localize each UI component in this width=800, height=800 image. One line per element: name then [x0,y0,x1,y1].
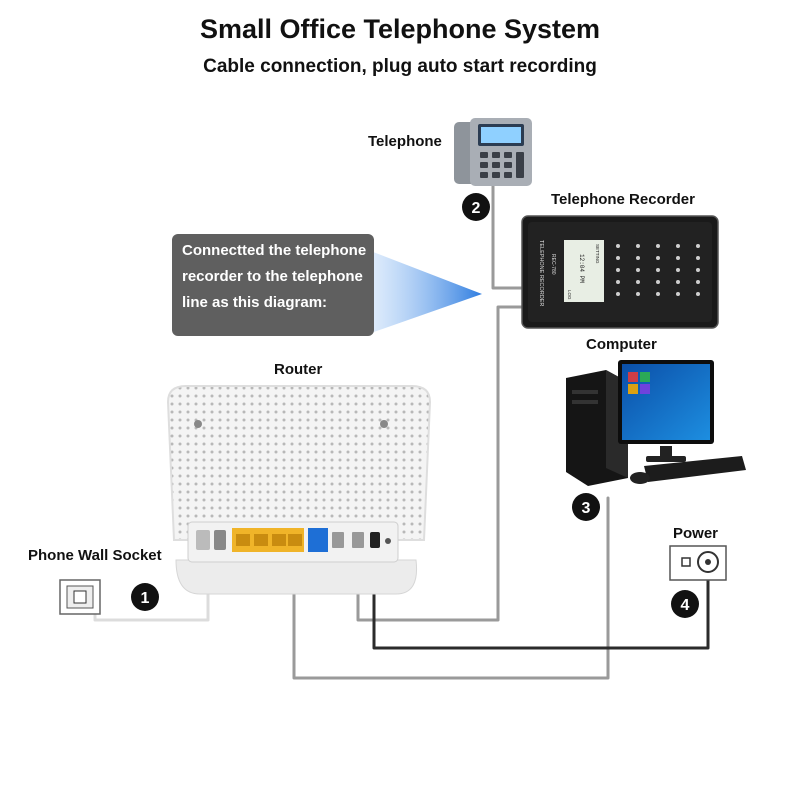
label-power: Power [673,525,719,542]
callout-line-1: Connectted the telephone [182,242,367,259]
computer-icon [566,360,746,486]
callout-line-3: line as this diagram: [182,294,328,311]
wall-socket-icon [59,579,101,615]
label-computer: Computer [586,336,657,353]
callout-line-2: recorder to the telephone [182,268,363,285]
cables [93,183,710,680]
step-badge-4: 4 [671,590,699,618]
callout-note: Connectted the telephone recorder to the… [172,234,374,336]
recorder-setting: SETTING [595,244,600,264]
label-router: Router [274,361,323,378]
step-badge-1: 1 [131,583,159,611]
router-wan-port [308,528,328,552]
cable-telephone-recorder [491,183,524,290]
svg-text:3: 3 [582,500,591,517]
recorder-screen [564,240,604,302]
diagram-subtitle: Cable connection, plug auto start record… [203,56,597,77]
diagram-title: Small Office Telephone System [199,14,601,44]
telephone-icon [454,118,532,186]
svg-text:2: 2 [472,200,481,217]
cable-router-power [372,546,710,650]
label-telephone: Telephone [368,133,442,150]
recorder-device: TELEPHONE RECORDER REC-780 12:04 PM SETT… [521,215,719,329]
recorder-log: LOG [567,290,572,300]
step-badge-3: 3 [572,493,600,521]
step-badge-2: 2 [462,193,490,221]
router-device [166,385,432,595]
power-socket-icon [669,545,727,581]
label-recorder: Telephone Recorder [551,191,695,208]
cable-router-computer [292,496,610,680]
callout-pointer [368,250,482,334]
recorder-brand: TELEPHONE RECORDER [538,240,544,306]
svg-text:1: 1 [141,590,150,607]
label-wall-socket: Phone Wall Socket [28,547,162,564]
recorder-time: 12:04 PM [578,254,585,283]
svg-text:4: 4 [681,597,690,614]
cable-recorder-router [356,305,524,622]
recorder-model: REC-780 [550,254,556,275]
